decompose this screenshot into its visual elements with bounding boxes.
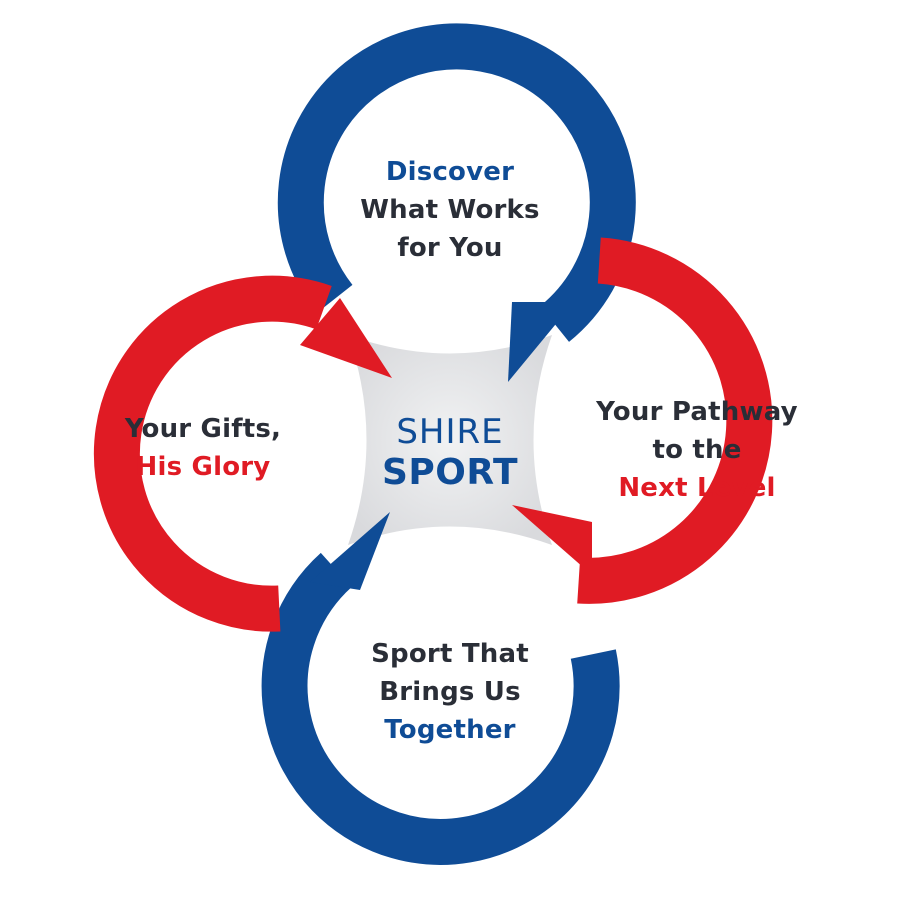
node-left-line2: His Glory xyxy=(135,452,271,482)
right-arrowhead xyxy=(512,505,592,575)
node-right-line2: to the xyxy=(652,435,742,465)
center-title-line1: SHIRE xyxy=(396,412,504,452)
node-top-line1: Discover xyxy=(385,157,515,187)
right-ring-arrow xyxy=(577,237,773,604)
node-top-line3: for You xyxy=(397,233,503,263)
node-gifts: Your Gifts, His Glory xyxy=(78,410,328,486)
bottom-arrowhead xyxy=(310,512,390,590)
node-bottom-line2: Brings Us xyxy=(379,677,521,707)
left-ring-arrow xyxy=(93,275,332,632)
node-left-line1: Your Gifts, xyxy=(124,414,282,444)
node-right-line1: Your Pathway xyxy=(596,397,798,427)
node-bottom-line1: Sport That xyxy=(371,639,529,669)
top-ring-arrow xyxy=(277,23,636,342)
bottom-ring-arrow xyxy=(261,552,620,865)
node-discover: Discover What Works for You xyxy=(300,153,600,267)
node-pathway: Your Pathway to the Next Level xyxy=(572,393,822,507)
left-arrowhead xyxy=(300,298,392,378)
center-title: SHIRE SPORT xyxy=(350,412,550,494)
center-hub xyxy=(348,335,552,545)
center-title-line2: SPORT xyxy=(381,452,519,493)
node-bottom-line3: Together xyxy=(384,715,516,745)
node-right-line3: Next Level xyxy=(618,473,776,503)
node-top-line2: What Works xyxy=(360,195,540,225)
top-arrowhead xyxy=(508,302,574,382)
node-together: Sport That Brings Us Together xyxy=(300,635,600,749)
